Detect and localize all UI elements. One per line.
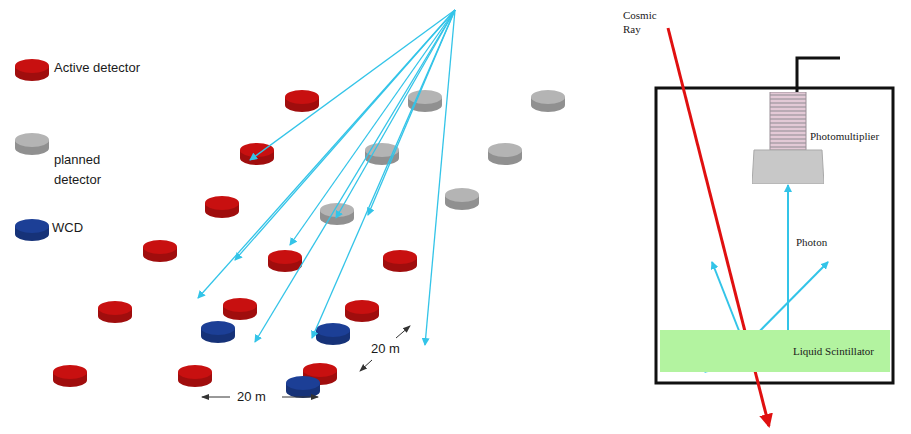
ray-label: Cosmic Ray (622, 8, 670, 36)
shower-line (198, 10, 455, 298)
dimension-label: 20 m (370, 341, 401, 356)
detector-top (286, 376, 320, 390)
photomultiplier: Photomultiplier (752, 92, 824, 184)
dimension-arrows (202, 326, 410, 397)
detector-top (383, 250, 417, 264)
photon-connector (787, 185, 789, 330)
legend-text: planned detector (54, 150, 120, 190)
legend-swatch (15, 59, 49, 81)
wcd-detector (316, 323, 350, 345)
detector-top (15, 219, 49, 233)
legend-swatch (15, 219, 49, 241)
legend-swatch (15, 133, 49, 155)
detector-top (445, 188, 479, 202)
active-detector (178, 365, 212, 387)
active-detector (345, 300, 379, 322)
pmt-base (752, 150, 824, 184)
detector-top (285, 90, 319, 104)
detector-top (408, 90, 442, 104)
pmt-label: Photomultiplier (810, 130, 879, 142)
detector-top (303, 363, 337, 377)
shower-line (250, 10, 455, 160)
dimension-label: 20 m (236, 389, 267, 404)
detector-top (268, 250, 302, 264)
wcd-detector (201, 321, 235, 343)
dimension-arrow (360, 360, 372, 371)
dimension-arrow (282, 397, 318, 398)
pmt-tube (770, 92, 806, 150)
active-detector (223, 298, 257, 320)
wcd-detector (286, 376, 320, 398)
scintillator-band: Liquid Scintillator (660, 330, 890, 372)
detector-top (178, 365, 212, 379)
detector-top (53, 365, 87, 379)
detector-top (488, 143, 522, 157)
detector-top (345, 300, 379, 314)
pmt-cable (797, 58, 840, 92)
legend-text: WCD (52, 220, 83, 235)
detector-top (15, 133, 49, 147)
shower-lines (198, 10, 455, 345)
photon-label: Photon (795, 236, 828, 248)
detector-top (316, 323, 350, 337)
dimension-arrow (396, 326, 410, 338)
detector-top (201, 321, 235, 335)
planned-detector (488, 143, 522, 165)
detector-top (143, 240, 177, 254)
active-detector (53, 365, 87, 387)
detector-top (205, 196, 239, 210)
detector-housing (656, 88, 893, 383)
active-detector (285, 90, 319, 112)
shower-line (255, 10, 455, 342)
shower-line (336, 10, 455, 218)
detector-top (98, 301, 132, 315)
active-detector (98, 301, 132, 323)
detector-top (15, 59, 49, 73)
active-detector (268, 250, 302, 272)
planned-detector (531, 90, 565, 112)
dimension-arrow (202, 397, 230, 398)
legend-text: Active detector (54, 60, 140, 75)
detector-array (53, 90, 565, 398)
detector-top (223, 298, 257, 312)
shower-line (290, 10, 455, 245)
active-detector (205, 196, 239, 218)
shower-line (425, 10, 455, 345)
shower-line (312, 10, 455, 338)
active-detector (383, 250, 417, 272)
shower-line (235, 10, 455, 260)
active-detector (143, 240, 177, 262)
band-label: Liquid Scintillator (791, 345, 876, 357)
planned-detector (445, 188, 479, 210)
detector-top (531, 90, 565, 104)
